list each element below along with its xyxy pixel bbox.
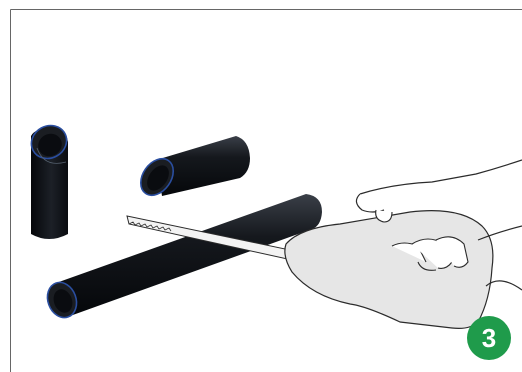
cut-pipe-short <box>134 136 250 201</box>
step-number: 3 <box>482 325 496 351</box>
step-number-badge: 3 <box>467 316 511 360</box>
cut-pipe-vertical <box>26 119 73 239</box>
hand-holding-saw <box>285 160 522 328</box>
